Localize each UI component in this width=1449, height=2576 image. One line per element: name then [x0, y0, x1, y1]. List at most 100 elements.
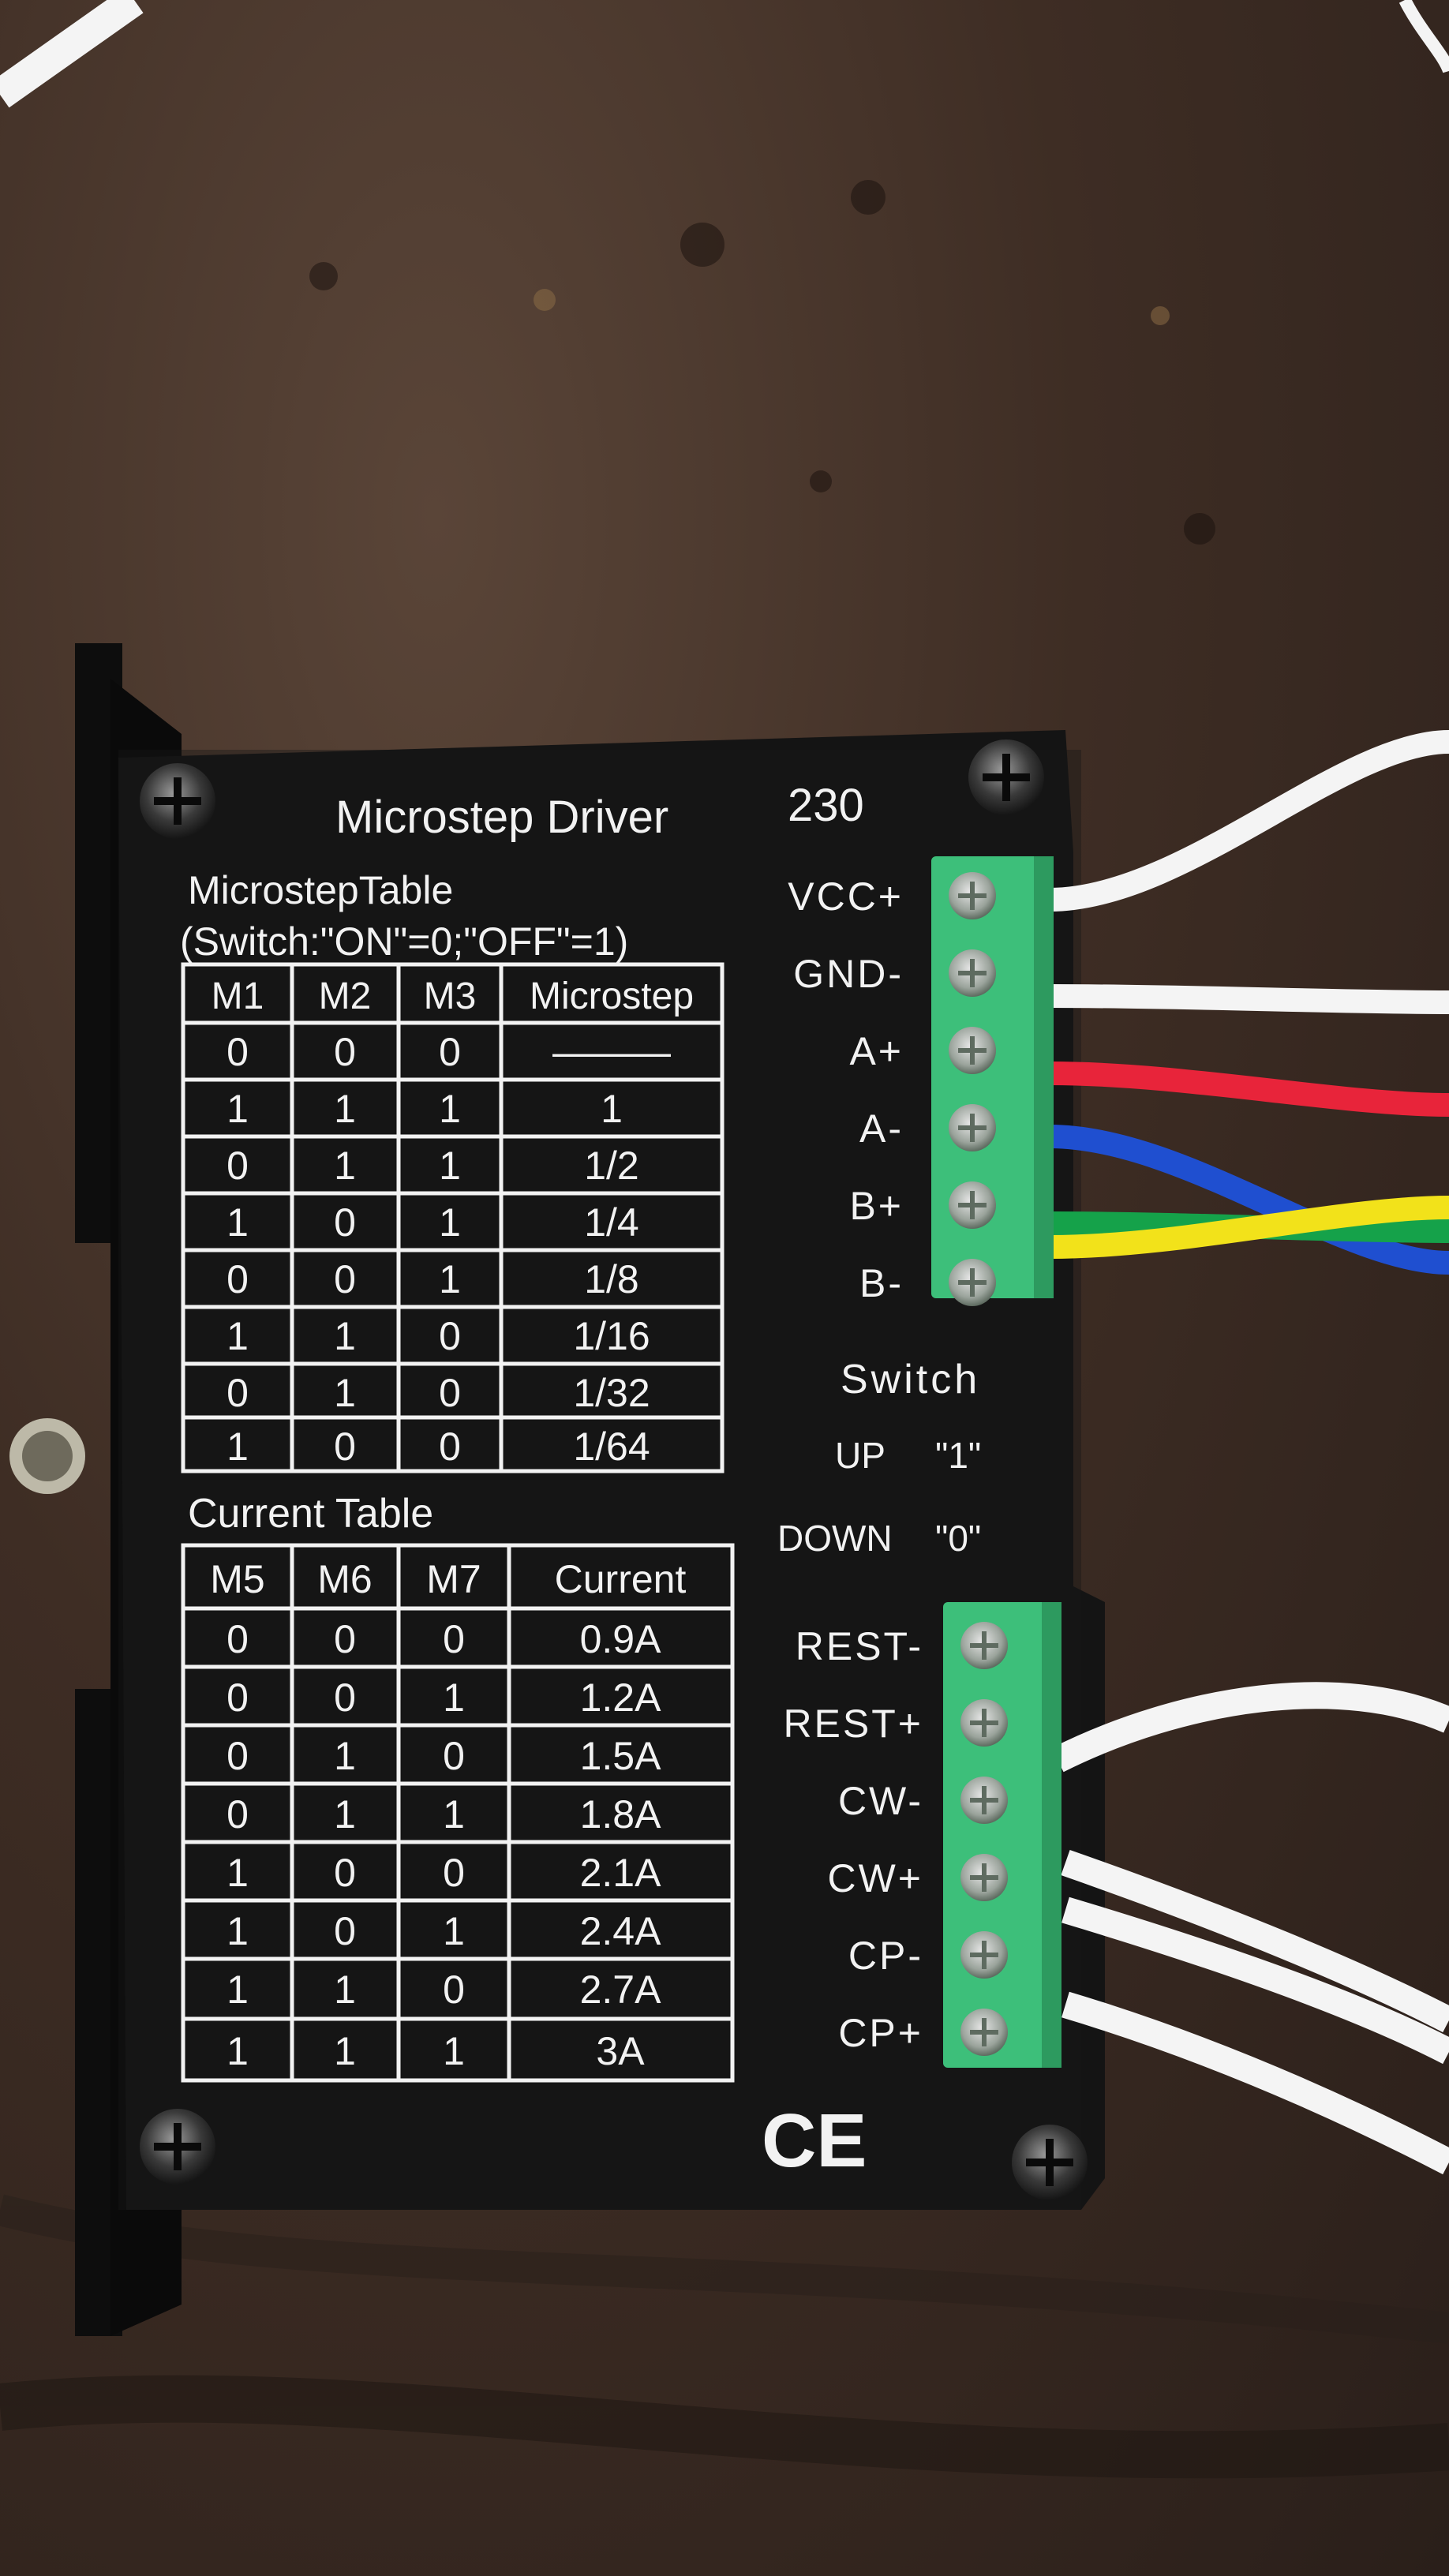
side-screw	[9, 1418, 85, 1494]
microstep-cell: 1	[439, 1200, 461, 1245]
power-terminal-label: VCC+	[788, 874, 904, 919]
signal-terminal-label: CW-	[838, 1779, 923, 1823]
microstep-cell: 1	[334, 1314, 356, 1358]
microstep-cell: 0	[227, 1030, 249, 1074]
microstep-cell: 1	[439, 1144, 461, 1188]
current-cell: 1.2A	[580, 1676, 662, 1720]
terminal-screw-slot	[970, 1709, 998, 1737]
current-cell: 0	[227, 1617, 249, 1661]
current-cell: 1	[334, 1792, 356, 1837]
power-terminal-label: A+	[849, 1029, 904, 1073]
microstep-cell: 0	[227, 1144, 249, 1188]
motor-wire	[1049, 984, 1449, 1014]
terminal-screw-slot	[970, 1863, 998, 1892]
microstep-cell: 1/32	[573, 1371, 650, 1415]
current-header-cell: M7	[426, 1557, 481, 1601]
signal-terminal-label: REST+	[783, 1702, 923, 1746]
terminal-screw-slot	[958, 882, 987, 910]
signal-wires	[1051, 1682, 1449, 2175]
current-cell: 0	[227, 1792, 249, 1837]
current-cell: 1	[443, 2029, 465, 2073]
power-terminal-block	[931, 856, 1054, 1298]
cable-top-left	[0, 0, 144, 108]
driver-title: Microstep Driver	[335, 792, 668, 843]
motor-wire	[1049, 730, 1449, 912]
terminal-screw-slot	[958, 1114, 987, 1142]
current-cell: 0.9A	[580, 1617, 662, 1661]
current-cell: 0	[334, 1909, 356, 1953]
microstep-cell: 0	[334, 1257, 356, 1301]
power-terminal-label: B+	[849, 1184, 904, 1228]
current-cell: 2.7A	[580, 1968, 662, 2012]
microstep-header-cell: Microstep	[530, 975, 694, 1017]
microstep-cell: 0	[439, 1030, 461, 1074]
current-cell: 1	[334, 2029, 356, 2073]
signal-terminal-label: REST-	[796, 1624, 923, 1668]
power-terminal-label: GND-	[793, 952, 904, 996]
terminal-screw-slot	[958, 1191, 987, 1219]
power-terminal-label: B-	[859, 1261, 904, 1305]
current-cell: 0	[443, 1617, 465, 1661]
microstep-cell: 1/64	[573, 1425, 650, 1469]
microstep-cell: 1	[227, 1314, 249, 1358]
microstep-cell: 1	[601, 1087, 623, 1131]
microstep-cell: 1	[439, 1257, 461, 1301]
microstep-cell: 1	[334, 1144, 356, 1188]
current-cell: 1.5A	[580, 1734, 662, 1778]
microstep-cell: 0	[334, 1425, 356, 1469]
current-cell: 1	[227, 2029, 249, 2073]
screw-icon	[968, 739, 1044, 815]
motor-wire	[1049, 1125, 1449, 1275]
microstep-cell: 1	[227, 1425, 249, 1469]
ce-mark: CE	[762, 2099, 867, 2183]
microstep-header-cell: M1	[212, 975, 264, 1017]
microstep-cell: 1/16	[573, 1314, 650, 1358]
microstep-cell: 0	[227, 1371, 249, 1415]
current-cell: 0	[334, 1617, 356, 1661]
current-cell: 1	[443, 1909, 465, 1953]
switch-up-value: "1"	[935, 1435, 981, 1476]
cable-top-right	[1398, 0, 1449, 73]
microstep-cell: 1	[334, 1087, 356, 1131]
signal-terminal-block	[943, 1602, 1061, 2068]
microstep-cell: 0	[439, 1371, 461, 1415]
screw-icon	[1012, 2125, 1088, 2200]
microstep-cell: 1	[227, 1087, 249, 1131]
current-cell: 1	[443, 1676, 465, 1720]
current-header-cell: M6	[317, 1557, 372, 1601]
signal-terminal-label: CW+	[828, 1856, 924, 1900]
microstep-cell: 0	[227, 1257, 249, 1301]
current-header-cell: M5	[210, 1557, 264, 1601]
current-cell: 1	[334, 1968, 356, 2012]
microstep-cell: 0	[334, 1200, 356, 1245]
current-table	[181, 1543, 735, 2083]
switch-heading: Switch	[841, 1357, 980, 1402]
terminal-screw-slot	[970, 1786, 998, 1814]
screw-icon	[140, 2109, 215, 2185]
microstep-header-cell: M2	[319, 975, 372, 1017]
current-cell: 0	[334, 1851, 356, 1895]
motor-wire	[1049, 1196, 1449, 1259]
terminal-screw-slot	[970, 1631, 998, 1660]
terminal-screw-slot	[970, 1941, 998, 1969]
switch-down-value: "0"	[935, 1518, 981, 1559]
current-cell: 2.4A	[580, 1909, 662, 1953]
current-cell: 3A	[596, 2029, 645, 2073]
microstep-cell: ———	[552, 1030, 671, 1074]
current-cell: 1	[227, 1909, 249, 1953]
current-cell: 0	[334, 1676, 356, 1720]
current-cell: 1	[443, 1792, 465, 1837]
current-header-cell: Current	[555, 1557, 687, 1601]
current-cell: 0	[443, 1851, 465, 1895]
microstep-cell: 1/2	[584, 1144, 639, 1188]
microstep-cell: 0	[439, 1314, 461, 1358]
microstep-cell: 1	[227, 1200, 249, 1245]
microstep-cell: 0	[439, 1425, 461, 1469]
current-cell: 1	[334, 1734, 356, 1778]
model-number: 230	[788, 780, 864, 831]
current-cell: 2.1A	[580, 1851, 662, 1895]
microstep-note: (Switch:"ON"=0;"OFF"=1)	[180, 919, 628, 964]
switch-up-label: UP	[835, 1435, 886, 1476]
screw-icon	[140, 763, 215, 839]
